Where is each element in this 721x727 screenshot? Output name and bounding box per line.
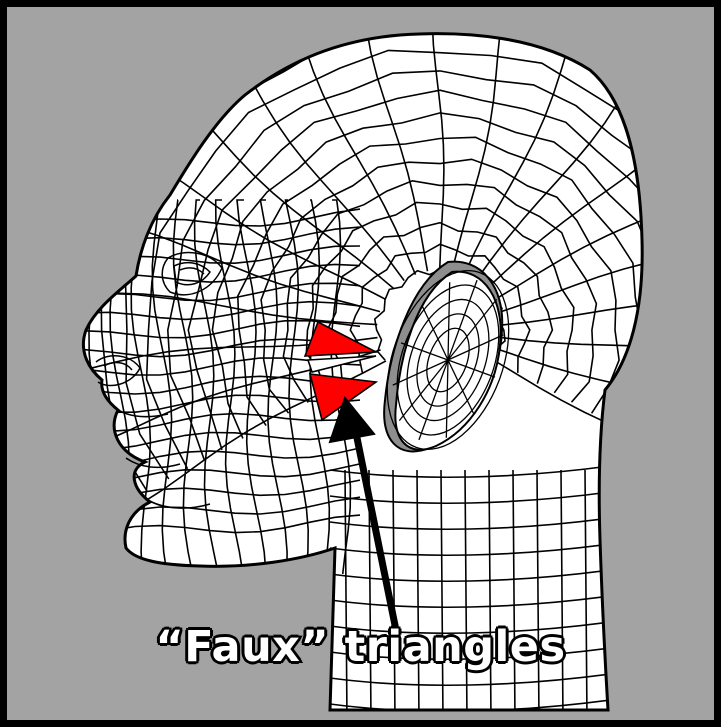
figure-frame: “Faux” triangles bbox=[0, 0, 721, 727]
head-mesh-figure bbox=[0, 0, 721, 727]
